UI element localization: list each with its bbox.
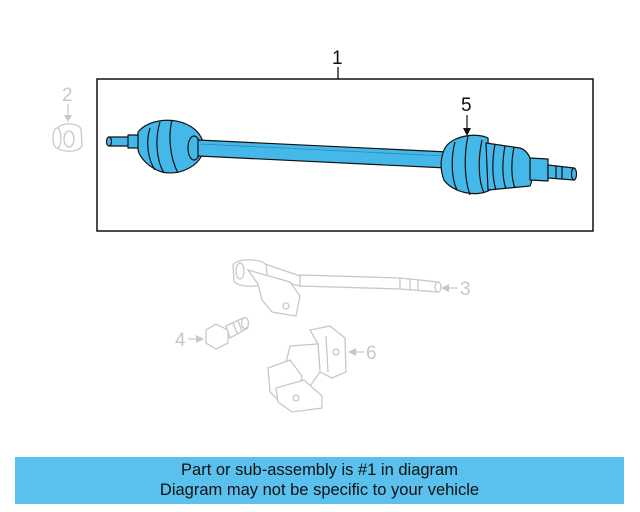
bolt-part-4	[205, 316, 250, 350]
banner-line-1: Part or sub-assembly is #1 in diagram	[181, 461, 458, 479]
part-1-frame	[96, 78, 594, 232]
callout-4: 4	[175, 330, 186, 351]
seal-part-2	[52, 123, 83, 152]
callout-1: 1	[332, 48, 343, 69]
callout-5: 5	[461, 95, 472, 116]
banner-line-2: Diagram may not be specific to your vehi…	[159, 481, 480, 499]
axle-shaft-assembly[interactable]	[105, 119, 578, 196]
bracket-part-6	[267, 325, 347, 413]
callout-2-arrow	[64, 115, 72, 122]
callout-3-arrow	[441, 284, 449, 292]
callout-2: 2	[62, 85, 73, 106]
intermediate-shaft-part-3	[232, 259, 442, 317]
callout-6-arrow	[348, 348, 356, 356]
callout-5-arrow	[463, 128, 471, 136]
callout-3: 3	[460, 279, 471, 300]
info-banner: Part or sub-assembly is #1 in diagram Di…	[15, 457, 624, 504]
callout-6: 6	[366, 343, 377, 364]
callout-4-arrow	[196, 335, 204, 343]
